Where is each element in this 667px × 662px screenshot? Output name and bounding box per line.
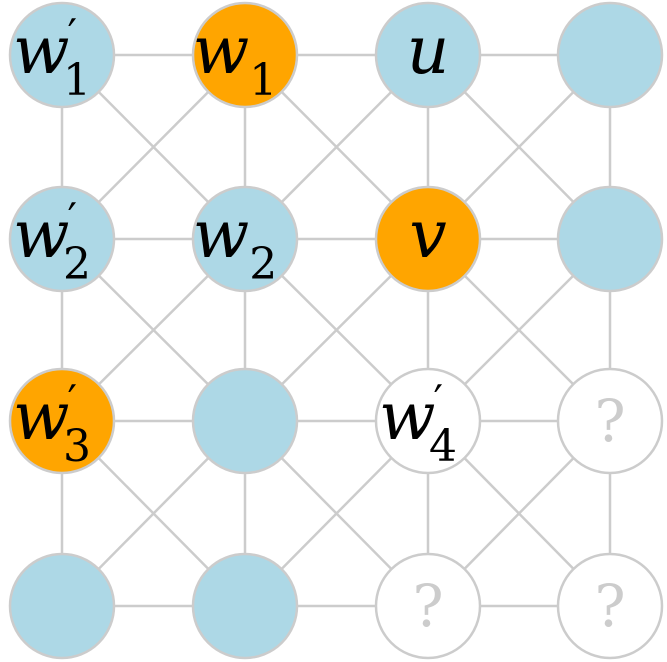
node-symbol-n22: w [379, 378, 436, 455]
node-label-n11: w2 [193, 196, 278, 290]
node-n22: w′4 [374, 367, 482, 475]
node-symbol-n01: w [193, 12, 250, 89]
node-symbol-n00: w [13, 12, 70, 89]
node-symbol-n02: u [407, 12, 450, 89]
node-subscript-n11: 2 [249, 239, 277, 290]
node-circle-n20 [8, 367, 116, 475]
node-circle-n31 [191, 552, 299, 660]
node-circle-n13 [556, 185, 664, 293]
node-n30 [8, 552, 116, 660]
node-label-n22: w′4 [379, 376, 457, 472]
node-circle-n22 [374, 367, 482, 475]
node-circle-n23 [556, 367, 664, 475]
node-circle-n21 [191, 367, 299, 475]
node-circle-n10 [8, 185, 116, 293]
node-n31 [191, 552, 299, 660]
node-circle-n02 [374, 1, 482, 109]
node-n00: w′1 [8, 1, 116, 109]
node-symbol-n12: v [409, 196, 446, 273]
node-n13 [556, 185, 664, 293]
graph-edges [60, 53, 612, 608]
node-circle-n01 [191, 1, 299, 109]
node-circle-n00 [8, 1, 116, 109]
node-symbol-n10: w [13, 196, 70, 273]
node-label-n33: ? [594, 572, 625, 640]
node-label-n32: ? [412, 572, 443, 640]
node-prime-n00: ′ [67, 10, 77, 59]
node-symbol-n11: w [193, 196, 250, 273]
node-symbol-n20: w [13, 378, 70, 455]
node-subscript-n22: 4 [429, 421, 457, 472]
node-label-n01: w1 [193, 12, 278, 106]
node-circle-n03 [556, 1, 664, 109]
node-n11: w2 [191, 185, 299, 293]
node-label-n10: w′2 [13, 194, 91, 290]
node-subscript-n10: 2 [63, 239, 91, 290]
node-subscript-n20: 3 [63, 421, 91, 472]
node-label-n00: w′1 [13, 10, 91, 106]
node-n33: ? [556, 552, 664, 660]
node-circle-n12 [374, 185, 482, 293]
node-circle-n32 [374, 552, 482, 660]
node-prime-n10: ′ [67, 194, 77, 243]
node-n23: ? [556, 367, 664, 475]
node-n03 [556, 1, 664, 109]
node-label-n20: w′3 [13, 376, 91, 472]
node-subscript-n01: 1 [249, 55, 277, 106]
node-n20: w′3 [8, 367, 116, 475]
node-prime-n22: ′ [433, 376, 443, 425]
node-n10: w′2 [8, 185, 116, 293]
node-prime-n20: ′ [67, 376, 77, 425]
node-n02: u [374, 1, 482, 109]
node-circle-n30 [8, 552, 116, 660]
node-circle-n11 [191, 185, 299, 293]
node-n21 [191, 367, 299, 475]
node-n01: w1 [191, 1, 299, 109]
node-n32: ? [374, 552, 482, 660]
node-label-n23: ? [594, 387, 625, 455]
node-label-n02: u [407, 12, 450, 89]
node-subscript-n00: 1 [63, 55, 91, 106]
node-n12: v [374, 185, 482, 293]
node-circle-n33 [556, 552, 664, 660]
node-label-n12: v [409, 196, 446, 273]
